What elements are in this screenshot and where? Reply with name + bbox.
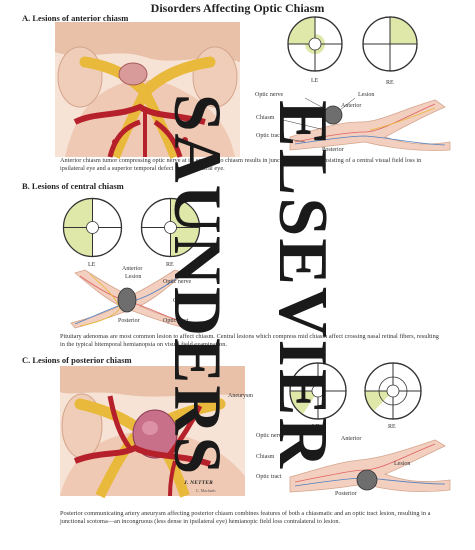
watermark-right-text: ELSEVIER <box>264 100 341 470</box>
